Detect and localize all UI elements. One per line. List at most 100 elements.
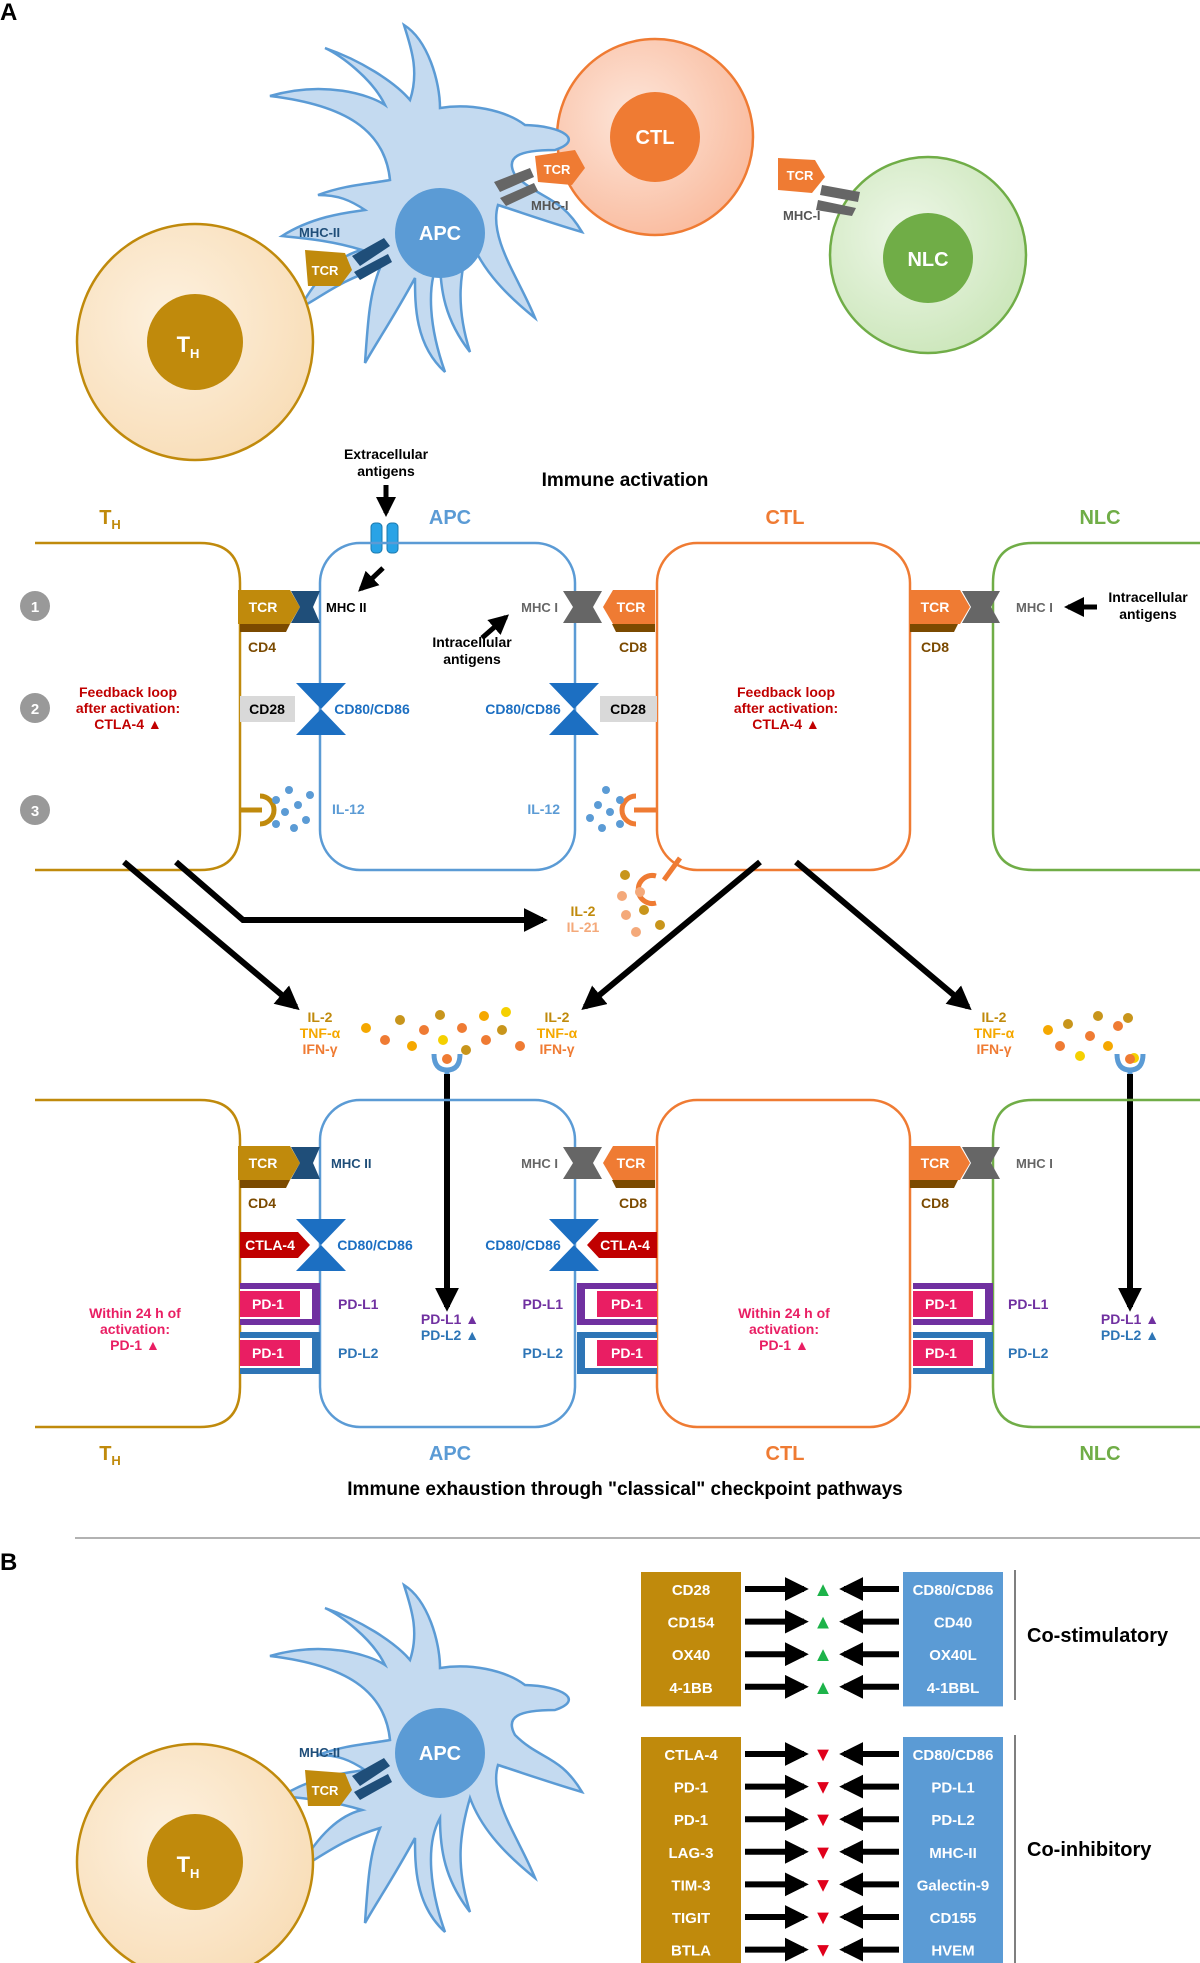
tcr-label-ctl-a: TCR	[544, 162, 571, 177]
coinhib-receptor-label: PD-1	[674, 1780, 708, 1797]
tcr-receptor-ctl-a	[535, 150, 585, 185]
cytokine-ifng-right: IFN-γ	[977, 1041, 1012, 1057]
arrow-th-to-cytokines	[122, 859, 300, 1011]
cytokine-ifng-left: IFN-γ	[303, 1041, 338, 1057]
mhc-i-shape-top-a	[494, 168, 534, 192]
panel-label-a: A	[0, 0, 17, 26]
pdl1-up-apc: PD-L1 ▲	[421, 1311, 479, 1327]
mhc-ii-exh-shape	[291, 1147, 320, 1179]
th-label-b: TH	[177, 1852, 200, 1881]
coinhib-effect-marker: ▼	[813, 1744, 833, 1766]
cd28-label-th: CD28	[249, 701, 285, 717]
mhc-ii-label-b: MHC-II	[299, 1745, 340, 1760]
cd80-bowtie-exh-right	[549, 1219, 599, 1271]
tcr-ctl-act	[603, 590, 655, 624]
th-label: TH	[177, 332, 200, 361]
pdl1-label-ctl: PD-L1	[523, 1296, 564, 1312]
feedback-text-ctl-1: Feedback loop	[737, 684, 835, 700]
activation-nlc-outline	[991, 541, 1200, 872]
cd8-bar-exh-nlc	[910, 1180, 958, 1188]
cd80-label-apc-left: CD80/CD86	[334, 701, 410, 717]
tcr-th-exh-label: TCR	[249, 1155, 278, 1171]
il12-dots-ctl	[586, 786, 624, 832]
feedback-text-ctl-3: CTLA-4 ▲	[752, 716, 820, 732]
exhaustion-th-outline	[35, 1098, 242, 1429]
ctla4-label-ctl: CTLA-4	[600, 1237, 650, 1253]
arrow-ctl-to-cytokines-left	[581, 859, 762, 1011]
pd1-label-th-b: PD-1	[252, 1345, 284, 1361]
il2-label-act: IL-2	[571, 903, 596, 919]
endosome-channel-b	[386, 522, 399, 554]
costim-effect-marker: ▲	[813, 1612, 833, 1634]
pd1-box-ctl-b	[597, 1340, 657, 1366]
intracellular-label-nlc-2: antigens	[1119, 606, 1177, 622]
step-circle-3	[20, 795, 50, 825]
th-nucleus-b	[147, 1814, 243, 1910]
cd28-box-ctl	[600, 696, 657, 722]
tcr-th-act-label: TCR	[249, 599, 278, 615]
tcr-ctl-nlc-act	[910, 590, 970, 624]
ifng-bound-apc	[442, 1054, 452, 1064]
tcr-nlc-exh-label: TCR	[921, 1155, 950, 1171]
mhc-i-nlc-act-shape	[962, 591, 1000, 623]
costim-effect-marker: ▲	[813, 1644, 833, 1666]
pd1-label-nlc-b: PD-1	[925, 1345, 957, 1361]
ctla4-label-th: CTLA-4	[245, 1237, 295, 1253]
costim-ligand-block	[903, 1572, 1003, 1707]
mhc-ii-exh-label: MHC II	[331, 1156, 371, 1171]
cd8-bar-exh-apc	[612, 1180, 655, 1188]
step-circle-2	[20, 693, 50, 723]
within24-th-2: activation:	[100, 1321, 170, 1337]
coinhib-ligand-label: Galectin-9	[917, 1877, 990, 1894]
within24-th-3: PD-1 ▲	[110, 1337, 160, 1353]
apc-label: APC	[419, 223, 461, 245]
nlc-label: NLC	[907, 249, 948, 271]
tcr-label-th: TCR	[312, 263, 339, 278]
cytokine-dots-left	[361, 1007, 525, 1055]
coinhib-receptor-label: TIM-3	[671, 1877, 710, 1894]
intracellular-label-apc-1: Intracellular	[432, 634, 512, 650]
step-number-1: 1	[31, 599, 39, 616]
mhc-i-shape-top-b2	[816, 200, 856, 216]
coinhib-effect-marker: ▼	[813, 1777, 833, 1799]
cytokine-il2-right: IL-2	[982, 1009, 1007, 1025]
cd4-bar	[240, 624, 290, 632]
costim-ligand-label: CD80/CD86	[913, 1582, 994, 1599]
tcr-th-act	[238, 590, 300, 624]
cd4-label-exh: CD4	[248, 1195, 276, 1211]
within24-ctl-2: activation:	[749, 1321, 819, 1337]
cd8-label-apc: CD8	[619, 639, 647, 655]
mhc-i-label-top-a: MHC-I	[531, 198, 569, 213]
costim-receptor-block	[641, 1572, 741, 1707]
costim-effect-marker: ▲	[813, 1579, 833, 1601]
mhc-i-exh-label-apc: MHC I	[521, 1156, 558, 1171]
coinhib-receptor-label: CTLA-4	[664, 1747, 718, 1764]
extracellular-label-2: antigens	[357, 463, 415, 479]
mhc-ii-shape-b	[352, 1758, 390, 1786]
cytokine-ifng-mid: IFN-γ	[540, 1041, 575, 1057]
feedback-text-th-1: Feedback loop	[79, 684, 177, 700]
il2-dots-ctl	[617, 870, 665, 937]
pdl2-label-nlc: PD-L2	[1008, 1345, 1049, 1361]
coinhib-effect-marker: ▼	[813, 1842, 833, 1864]
il2-receptor-ctl-stem	[661, 856, 683, 882]
pd1-label-nlc-a: PD-1	[925, 1296, 957, 1312]
activation-ctl-name: CTL	[766, 507, 805, 529]
mhc-i-nlc-act-label: MHC I	[1016, 600, 1053, 615]
costim-effect-marker: ▲	[813, 1677, 833, 1699]
cytokine-tnfa-left: TNF-α	[300, 1025, 341, 1041]
tcr-ctl-nlc-act-label: TCR	[921, 599, 950, 615]
activation-th-name: TH	[99, 507, 121, 532]
ctla4-box-th	[240, 1232, 310, 1258]
costim-receptor-label: 4-1BB	[669, 1680, 713, 1697]
cd8-label-exh-apc: CD8	[619, 1195, 647, 1211]
panel-label-b: B	[0, 1549, 17, 1576]
mhc-ii-shape-top	[352, 238, 390, 266]
section-title-activation: Immune activation	[542, 470, 709, 491]
coinhib-receptor-block	[641, 1737, 741, 1963]
cd8-label-nlc: CD8	[921, 639, 949, 655]
ctla4-box-ctl	[587, 1232, 657, 1258]
cytokine-tnfa-right: TNF-α	[974, 1025, 1015, 1041]
coinhib-ligand-label: HVEM	[931, 1943, 974, 1960]
